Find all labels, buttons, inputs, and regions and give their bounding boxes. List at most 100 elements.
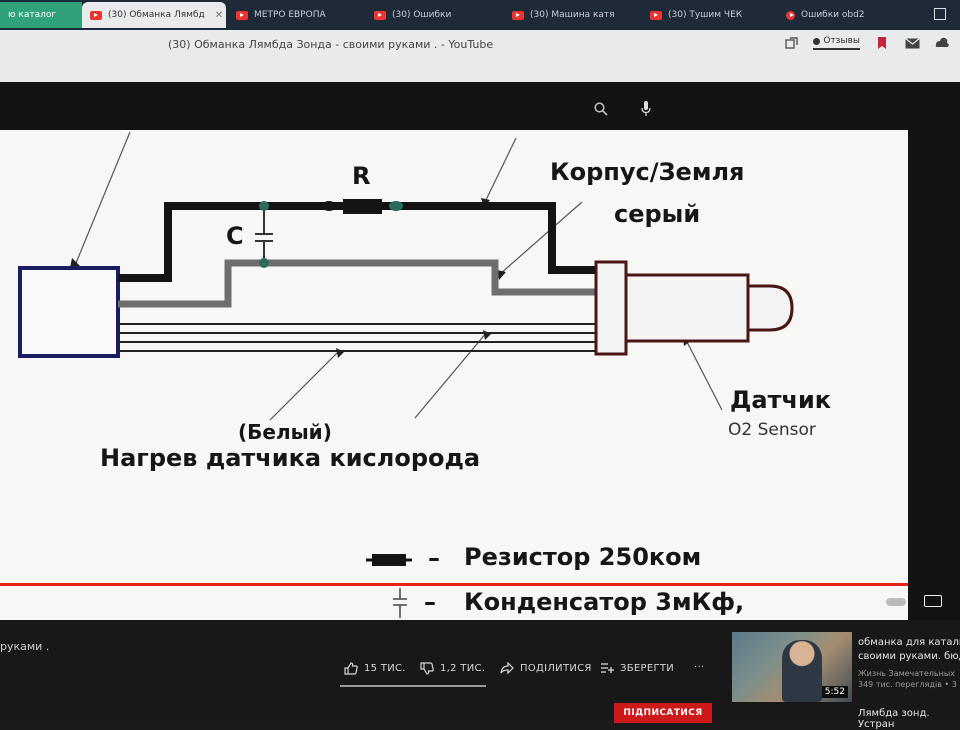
progress-fill: [0, 583, 908, 586]
arrow-head: [336, 348, 344, 358]
microphone-icon[interactable]: [641, 101, 651, 117]
reviews-button[interactable]: Отзывы: [813, 36, 860, 50]
more-icon: ···: [694, 662, 705, 673]
wiring-diagram: [18, 131, 794, 421]
maximize-icon[interactable]: [934, 8, 946, 20]
pointer-line: [75, 131, 131, 264]
pointer-line: [269, 349, 341, 421]
legend-dash: –: [424, 588, 436, 616]
youtube-icon: [236, 10, 248, 20]
tab-catalog[interactable]: ю каталог: [0, 2, 82, 28]
youtube-icon: [90, 10, 102, 20]
pointer-line: [685, 339, 723, 411]
share-page-icon[interactable]: [783, 36, 799, 50]
legend-resistor-symbol: [366, 554, 412, 566]
sensor-en-label: O2 Sensor: [728, 420, 816, 440]
search-icon[interactable]: [594, 102, 608, 116]
related-video-title[interactable]: обманка для катали своими руками. бюд: [858, 637, 960, 662]
heater-label: Нагрев датчика кислорода: [100, 444, 481, 472]
video-duration: 5:52: [821, 686, 848, 698]
share-icon: [500, 662, 514, 674]
arrow-head: [497, 270, 506, 280]
pointer-line: [484, 137, 517, 203]
save-button[interactable]: ЗБЕРЕГТИ: [600, 662, 674, 674]
related-video-meta: Жизнь Замечательных 349 тис. переглядів …: [858, 668, 960, 690]
youtube-header: [0, 82, 960, 130]
sensor-tip: [746, 284, 794, 332]
tab-youtube-active[interactable]: (30) Обманка Лямбд ✕: [82, 2, 226, 28]
resistor-lead: [389, 201, 403, 211]
related-video-channel[interactable]: Жизнь Замечательных: [858, 669, 955, 678]
subscribe-button[interactable]: ПІДПИСАТИСЯ: [614, 703, 712, 723]
tab-label: (30) Машина катя: [530, 10, 615, 20]
tab-errors[interactable]: (30) Ошибки: [366, 2, 502, 28]
related-video-title[interactable]: Лямбда зонд. Устран: [858, 708, 930, 730]
save-label: ЗБЕРЕГТИ: [620, 662, 675, 674]
ecu-box: [18, 266, 120, 358]
tab-check[interactable]: (30) Тушим ЧЕК: [642, 2, 776, 28]
related-video-views: 349 тис. переглядів • 3: [858, 680, 957, 689]
grey-ground-wire: [118, 259, 598, 308]
site-icon: [786, 10, 795, 20]
thumbs-down-icon: [420, 662, 434, 675]
bookmark-icon[interactable]: [874, 36, 890, 50]
share-label: ПОДІЛИТИСЯ: [520, 662, 592, 674]
browser-tab-strip: ю каталог (30) Обманка Лямбд ✕ МЕТРО ЕВР…: [0, 0, 960, 30]
tab-label: МЕТРО ЕВРОПА: [254, 10, 326, 20]
legend-dash: –: [428, 544, 440, 572]
legend-resistor-text: Резистор 250ком: [464, 543, 702, 571]
related-video-thumbnail[interactable]: 5:52: [732, 632, 852, 702]
sensor-flange: [594, 260, 628, 356]
white-label: (Белый): [238, 420, 332, 444]
like-count: 15 ТИС.: [364, 663, 406, 674]
reviews-icon: [813, 37, 821, 45]
autoplay-toggle[interactable]: [886, 598, 906, 606]
resistor-label: R: [352, 162, 371, 190]
solder-joint: [259, 258, 269, 268]
tab-label: (30) Ошибки: [392, 10, 452, 20]
add-to-playlist-icon: [601, 663, 614, 673]
grey-label: серый: [614, 200, 701, 228]
tab-label: (30) Обманка Лямбд: [108, 10, 205, 20]
video-player[interactable]: R C Корпус/Земля серый Датчик O2 Sensor …: [0, 130, 908, 620]
pointer-line: [414, 331, 488, 419]
tab-metro[interactable]: МЕТРО ЕВРОПА: [228, 2, 364, 28]
like-button[interactable]: 15 ТИС.: [344, 662, 406, 675]
close-icon[interactable]: ✕: [214, 9, 224, 21]
pointer-line: [499, 201, 583, 275]
capacitor-label: C: [226, 222, 244, 250]
legend-capacitor-text: Конденсатор 3мКф,: [464, 588, 745, 616]
tab-cat-machine[interactable]: (30) Машина катя: [504, 2, 640, 28]
video-info: руками . 15 ТИС. 1,2 ТИС. ПОДІЛИТИСЯ ЗБЕ…: [0, 620, 960, 730]
legend-capacitor-symbol: [393, 588, 407, 618]
extensions-icon[interactable]: [934, 36, 950, 50]
tab-label: (30) Тушим ЧЕК: [668, 10, 743, 20]
youtube-icon: [650, 10, 662, 20]
thumbnail-person: [782, 640, 822, 702]
dislike-button[interactable]: 1,2 ТИС.: [420, 662, 485, 675]
more-actions-button[interactable]: ···: [694, 662, 704, 673]
tab-label: ю каталог: [8, 10, 57, 20]
like-ratio-bar: [340, 685, 486, 687]
resistor-symbol: [343, 199, 382, 214]
youtube-icon: [374, 10, 386, 20]
thumbs-up-icon: [344, 662, 358, 675]
ground-label: Корпус/Земля: [550, 158, 745, 186]
progress-bar[interactable]: [0, 583, 908, 586]
black-signal-wire: [118, 202, 598, 282]
page-edge: [908, 130, 960, 620]
youtube-icon: [512, 10, 524, 20]
mail-icon[interactable]: [904, 36, 920, 50]
share-button[interactable]: ПОДІЛИТИСЯ: [500, 662, 592, 674]
address-bar: (30) Обманка Лямбда Зонда - своими рукам…: [0, 30, 960, 82]
sensor-label: Датчик: [730, 386, 832, 414]
resistor-lead: [322, 201, 336, 211]
sensor-body: [624, 273, 750, 343]
page-title[interactable]: (30) Обманка Лямбда Зонда - своими рукам…: [168, 38, 494, 51]
reviews-label: Отзывы: [823, 36, 860, 46]
dislike-count: 1,2 ТИС.: [440, 663, 486, 674]
captions-icon[interactable]: [924, 595, 942, 607]
tab-label: Ошибки obd2: [801, 10, 865, 20]
tab-obd2[interactable]: Ошибки obd2: [778, 2, 908, 28]
solder-joint: [259, 201, 269, 211]
